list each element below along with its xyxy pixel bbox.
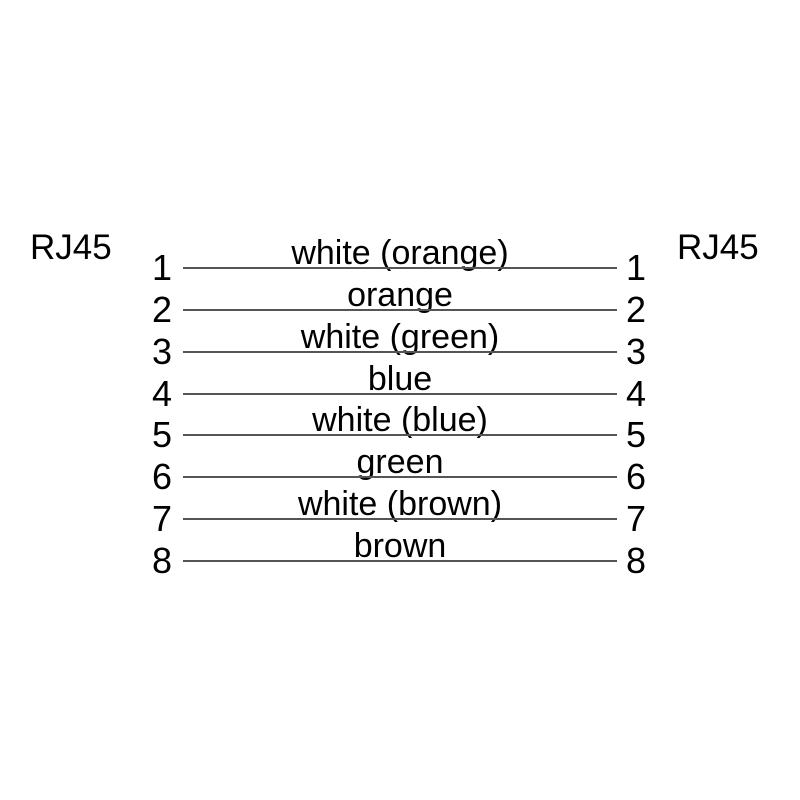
- pin-number-right: 6: [626, 456, 647, 497]
- connector-left-label: RJ45: [30, 228, 112, 267]
- pin-number-left: 5: [151, 414, 172, 455]
- wire-line: [183, 476, 617, 478]
- pin-number-right: 1: [626, 247, 647, 288]
- pin-number-left: 6: [151, 456, 172, 497]
- pin-number-right: 2: [626, 289, 647, 330]
- wire-line: [183, 393, 617, 395]
- wire-line: [183, 560, 617, 562]
- pin-number-right: 3: [626, 331, 647, 372]
- wire-color-label: white (blue): [312, 401, 488, 439]
- pin-number-right: 8: [626, 540, 647, 581]
- wire-color-label: blue: [367, 360, 433, 398]
- pin-number-right: 5: [626, 414, 647, 455]
- wire-line: [183, 309, 617, 311]
- wire-color-label: orange: [347, 276, 453, 314]
- connector-right-label: RJ45: [677, 228, 759, 267]
- wire-line: [183, 351, 617, 353]
- wire-color-label: white (green): [300, 318, 500, 356]
- wire-line: [183, 434, 617, 436]
- wire-color-label: brown: [353, 527, 447, 565]
- pin-number-left: 8: [151, 540, 172, 581]
- wire-color-label: green: [356, 443, 444, 481]
- pin-number-left: 2: [151, 289, 172, 330]
- wire-line: [183, 518, 617, 520]
- pin-number-left: 4: [151, 373, 172, 414]
- pin-number-left: 7: [151, 498, 172, 539]
- wire-line: [183, 267, 617, 269]
- pin-number-left: 3: [151, 331, 172, 372]
- wire-color-label: white (orange): [291, 234, 509, 272]
- wire-color-label: white (brown): [297, 485, 503, 523]
- pin-number-right: 4: [626, 373, 647, 414]
- pin-number-right: 7: [626, 498, 647, 539]
- pin-number-left: 1: [151, 247, 172, 288]
